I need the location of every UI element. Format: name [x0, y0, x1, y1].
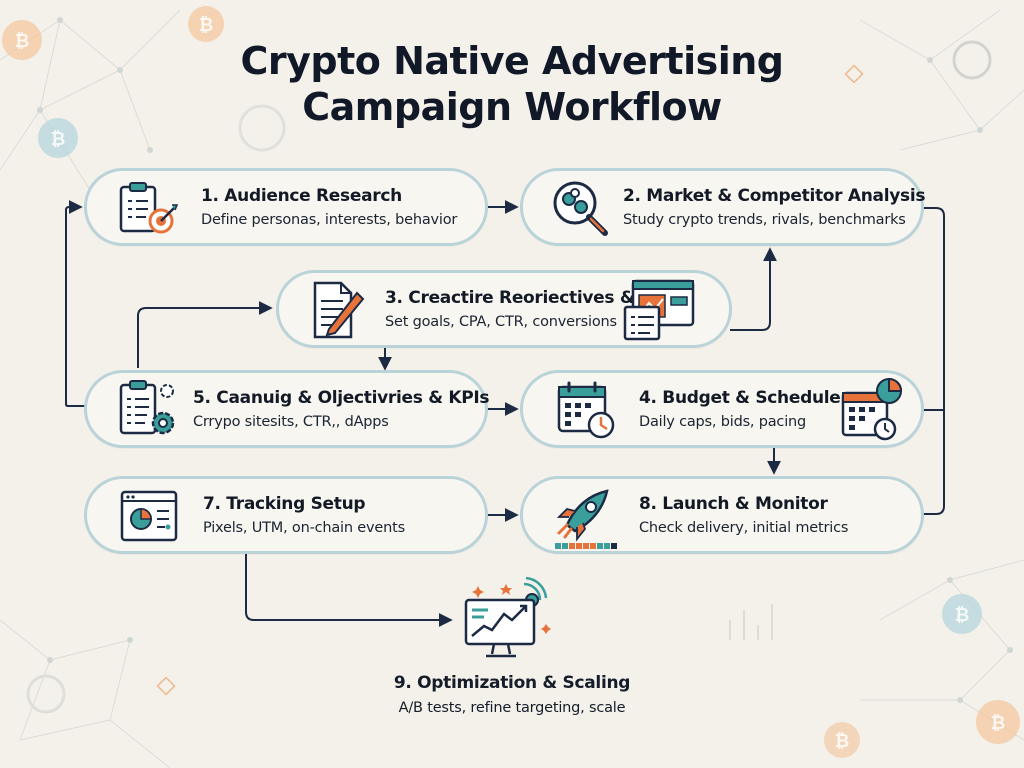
- step-optimization-scaling: 9. Optimization & Scaling A/B tests, ref…: [312, 672, 712, 718]
- step-title: 7. Tracking Setup: [203, 494, 366, 514]
- step-title: 4. Budget & Schedule: [639, 388, 841, 408]
- calendar-clock-icon: [557, 381, 615, 439]
- arrow-3-to-2: [730, 247, 777, 331]
- rocket-icon: [555, 489, 617, 549]
- step-market-competitor-analysis: 2. Market & Competitor Analysis Study cr…: [520, 168, 926, 246]
- coin-watermark-icon: [2, 6, 1020, 758]
- step-description: A/B tests, refine targeting, scale: [398, 700, 626, 716]
- magnifier-gears-icon: [553, 181, 608, 236]
- step-title: 5. Caanuig & Oljectivries & KPIs: [193, 388, 490, 408]
- checklist-gears-icon: [119, 380, 175, 435]
- monitor-growth-icon: [464, 576, 551, 658]
- calendar-pie-icon: [841, 377, 903, 441]
- step-description: Define personas, interests, behavior: [201, 212, 458, 228]
- arrow-5-to-3: [137, 301, 273, 368]
- svg-text:₿: ₿: [991, 713, 1006, 734]
- clipboard-target-icon: [119, 182, 179, 234]
- arrow-5-to-1: [65, 200, 86, 407]
- step-title: 1. Audience Research: [201, 186, 402, 206]
- svg-text:₿: ₿: [199, 15, 214, 36]
- svg-text:₿: ₿: [51, 129, 66, 150]
- svg-text:₿: ₿: [955, 605, 970, 626]
- svg-text:₿: ₿: [835, 731, 850, 752]
- step-description: Check delivery, initial metrics: [639, 520, 849, 536]
- step-description: Crrypo sitesits, CTR,, dApps: [193, 414, 389, 430]
- step-launch-monitor: 8. Launch & Monitor Check delivery, init…: [520, 476, 924, 554]
- step-description: Daily caps, bids, pacing: [639, 414, 807, 430]
- step-creative-objectives: 3. Creactire Reoriectives & Set goals, C…: [276, 270, 732, 348]
- svg-text:₿: ₿: [15, 31, 30, 52]
- step-tracking-setup: 7. Tracking Setup Pixels, UTM, on-chain …: [84, 476, 488, 554]
- step-title: 8. Launch & Monitor: [639, 494, 828, 514]
- title-line-1: Crypto Native Advertising: [240, 39, 785, 83]
- browser-chart-icon: [623, 279, 695, 341]
- step-campaign-objectives-kpis: 5. Caanuig & Oljectivries & KPIs Crrypo …: [84, 370, 490, 448]
- title-line-2: Campaign Workflow: [302, 85, 722, 129]
- step-description: Study crypto trends, rivals, benchmarks: [623, 212, 906, 228]
- right-loop-line: [922, 207, 945, 515]
- step-title: 9. Optimization & Scaling: [393, 673, 631, 693]
- step-title: 2. Market & Competitor Analysis: [623, 186, 926, 206]
- step-audience-research: 1. Audience Research Define personas, in…: [84, 168, 488, 246]
- step-title: 3. Creactire Reoriectives &: [385, 288, 635, 308]
- step-budget-schedule: 4. Budget & Schedule Daily caps, bids, p…: [520, 370, 924, 448]
- step-description: Pixels, UTM, on-chain events: [203, 520, 405, 536]
- arrow-7-to-9: [245, 552, 453, 627]
- document-pen-icon: [313, 281, 365, 339]
- step-description: Set goals, CPA, CTR, conversions: [385, 314, 617, 330]
- analytics-window-icon: [120, 490, 178, 542]
- page-title: Crypto Native Advertising Campaign Workf…: [0, 38, 1024, 130]
